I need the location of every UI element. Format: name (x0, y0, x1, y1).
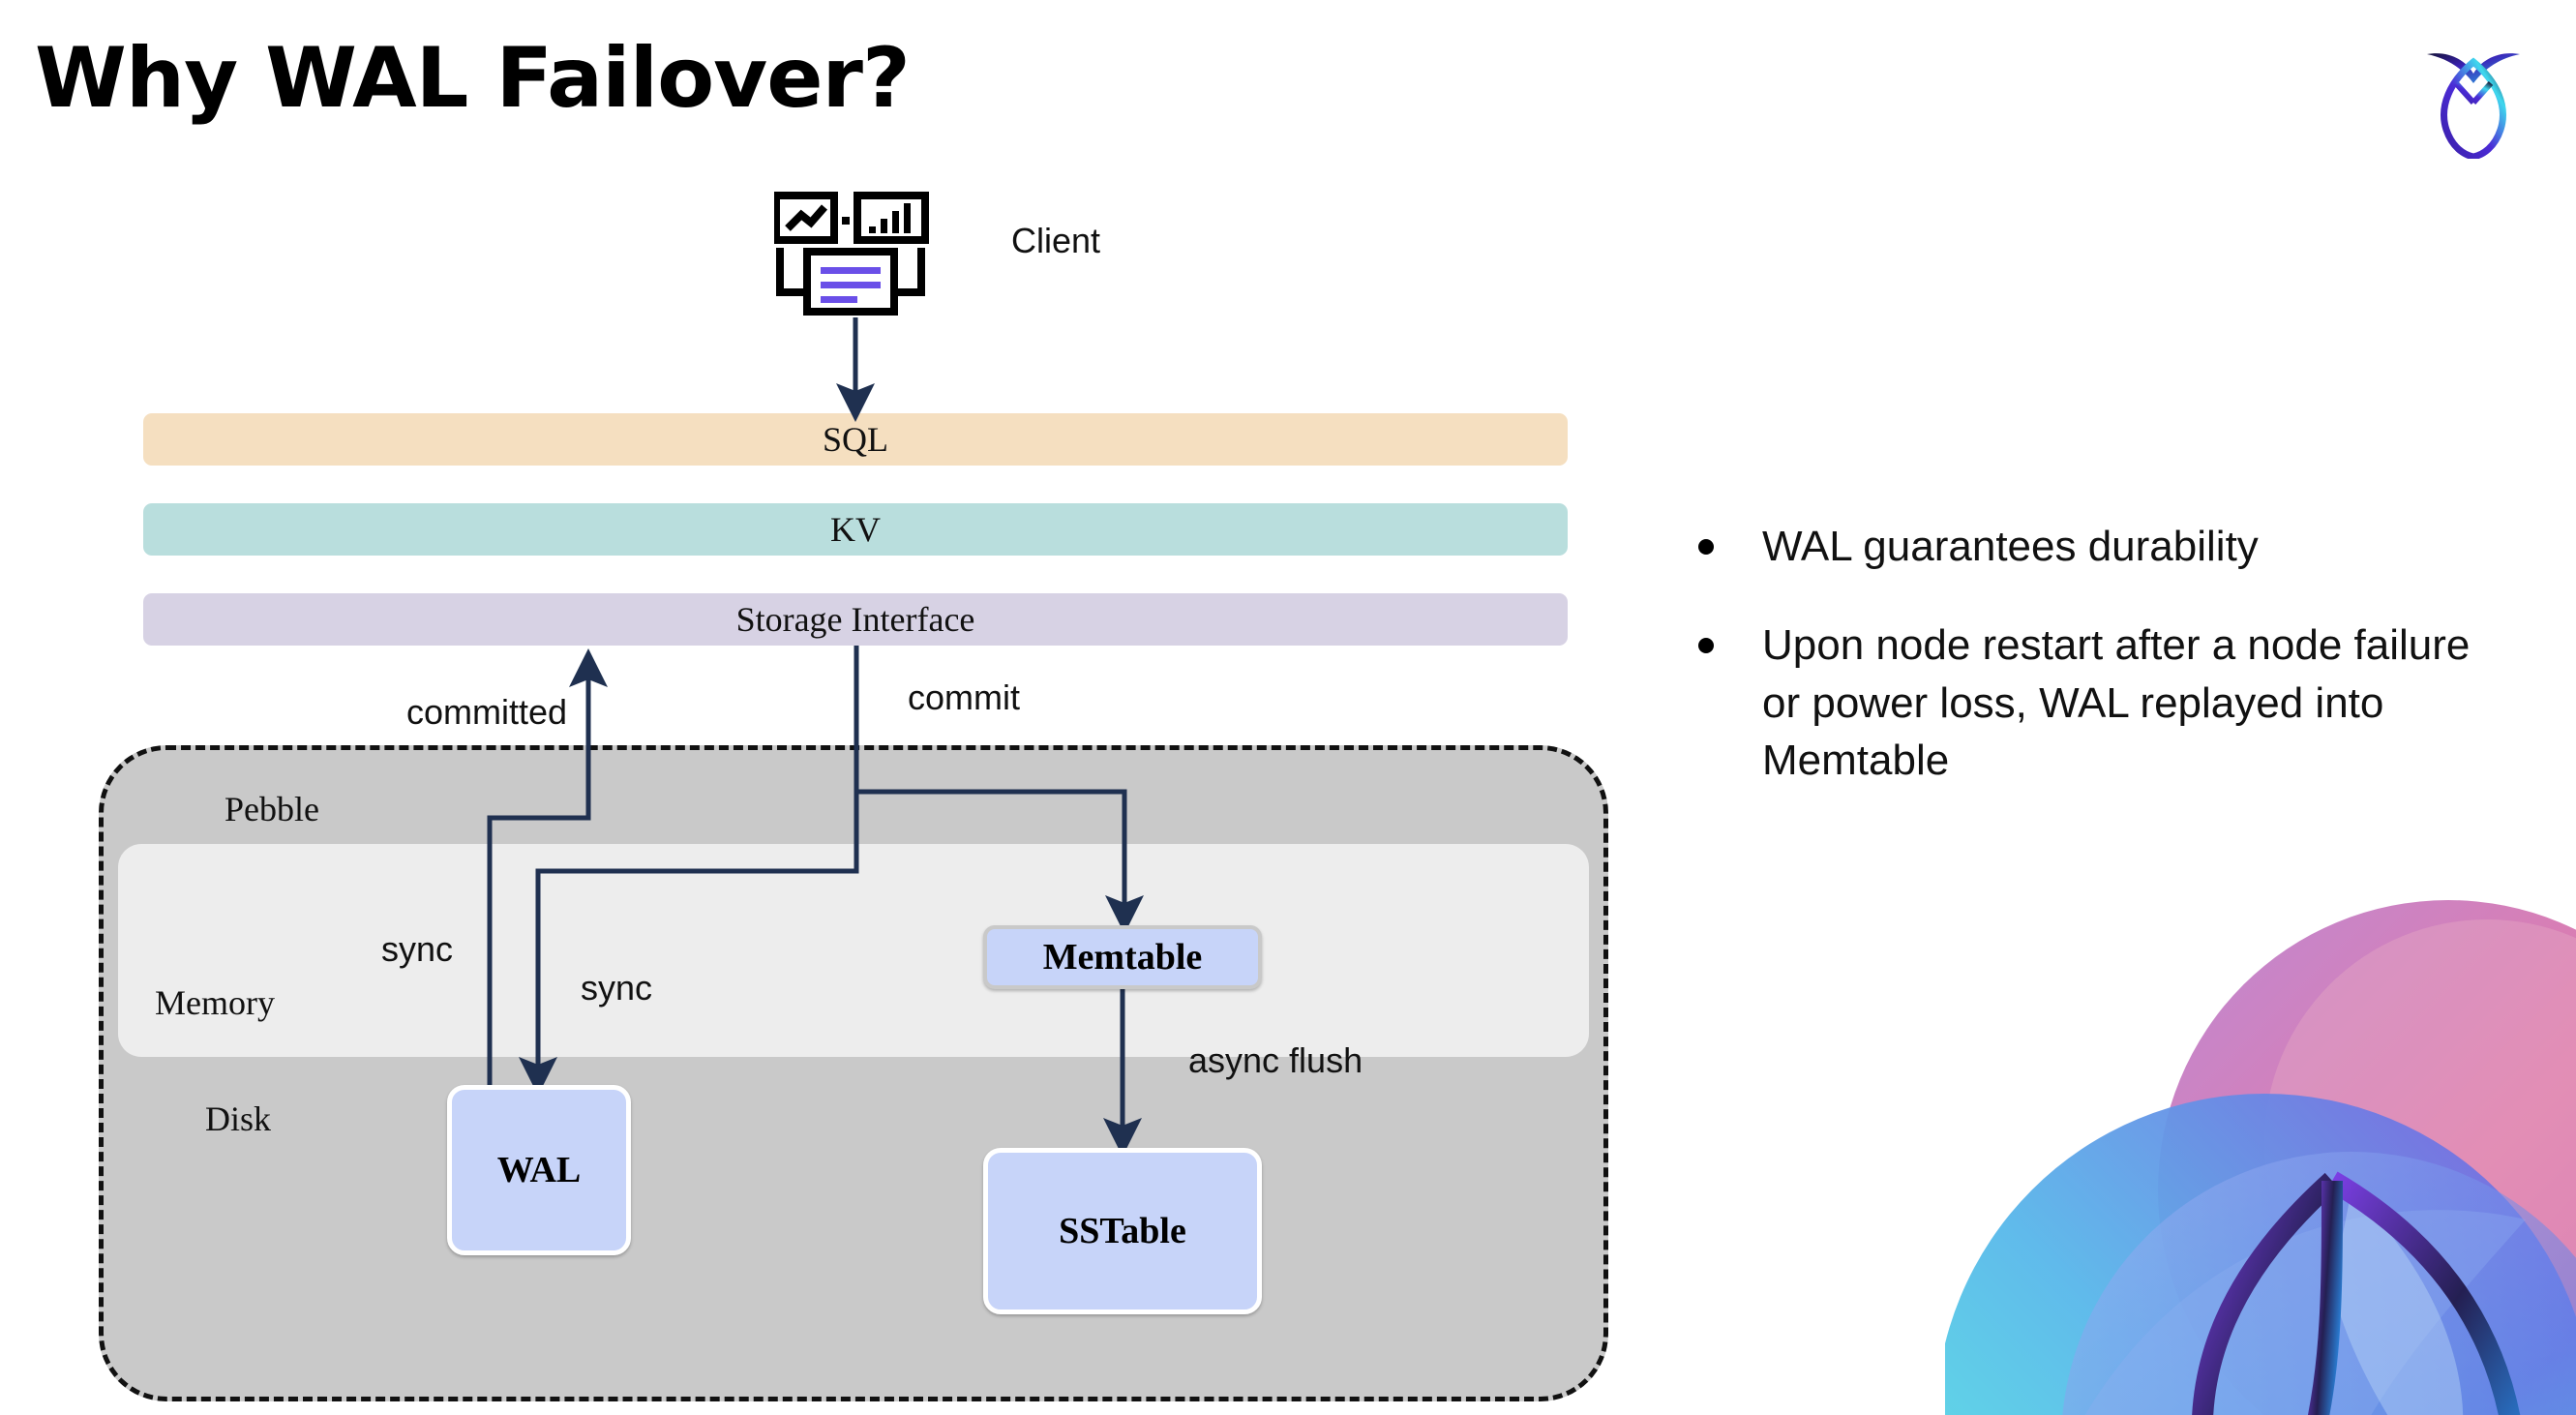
disk-label: Disk (205, 1099, 272, 1138)
wal-architecture-diagram: Client Pebble Memory Disk SQL KV Storage… (99, 192, 1608, 1401)
bullet-dot-icon (1698, 539, 1714, 555)
layer-bar-sql[interactable]: SQL (143, 413, 1568, 466)
layer-bar-storage-interface-label: Storage Interface (735, 600, 975, 639)
node-sstable[interactable]: SSTable (983, 1148, 1262, 1314)
bullet-text: Upon node restart after a node failure o… (1762, 620, 2471, 785)
layer-bar-storage-interface[interactable]: Storage Interface (143, 593, 1568, 646)
edge-label-commit: commit (908, 677, 1020, 717)
node-memtable[interactable]: Memtable (983, 925, 1262, 989)
layer-bar-sql-label: SQL (822, 420, 888, 459)
edge-label-sync-up: sync (381, 929, 454, 969)
node-sstable-label: SSTable (1059, 1211, 1186, 1251)
pebble-label: Pebble (225, 790, 319, 828)
edge-label-sync-down: sync (581, 968, 653, 1008)
memory-zone (118, 844, 1589, 1057)
memory-label: Memory (155, 983, 275, 1022)
node-wal[interactable]: WAL (447, 1085, 631, 1255)
decorative-gradient-art (1945, 900, 2576, 1415)
node-wal-label: WAL (496, 1150, 582, 1190)
node-memtable-label: Memtable (1042, 937, 1203, 978)
bullet-dot-icon (1698, 637, 1714, 653)
edge-label-async-flush: async flush (1188, 1040, 1363, 1080)
layer-bar-kv-label: KV (830, 510, 881, 549)
client-monitor-icon (772, 192, 929, 317)
layer-bar-kv[interactable]: KV (143, 503, 1568, 556)
bullet-text: WAL guarantees durability (1762, 523, 2259, 570)
list-item: WAL guarantees durability (1698, 518, 2501, 576)
client-label: Client (1011, 221, 1101, 260)
bullet-list: WAL guarantees durability Upon node rest… (1698, 518, 2501, 830)
page-title: Why WAL Failover? (35, 30, 911, 127)
list-item: Upon node restart after a node failure o… (1698, 617, 2501, 790)
edge-label-committed: committed (406, 692, 568, 732)
cockroachdb-logo-icon (2415, 33, 2531, 161)
